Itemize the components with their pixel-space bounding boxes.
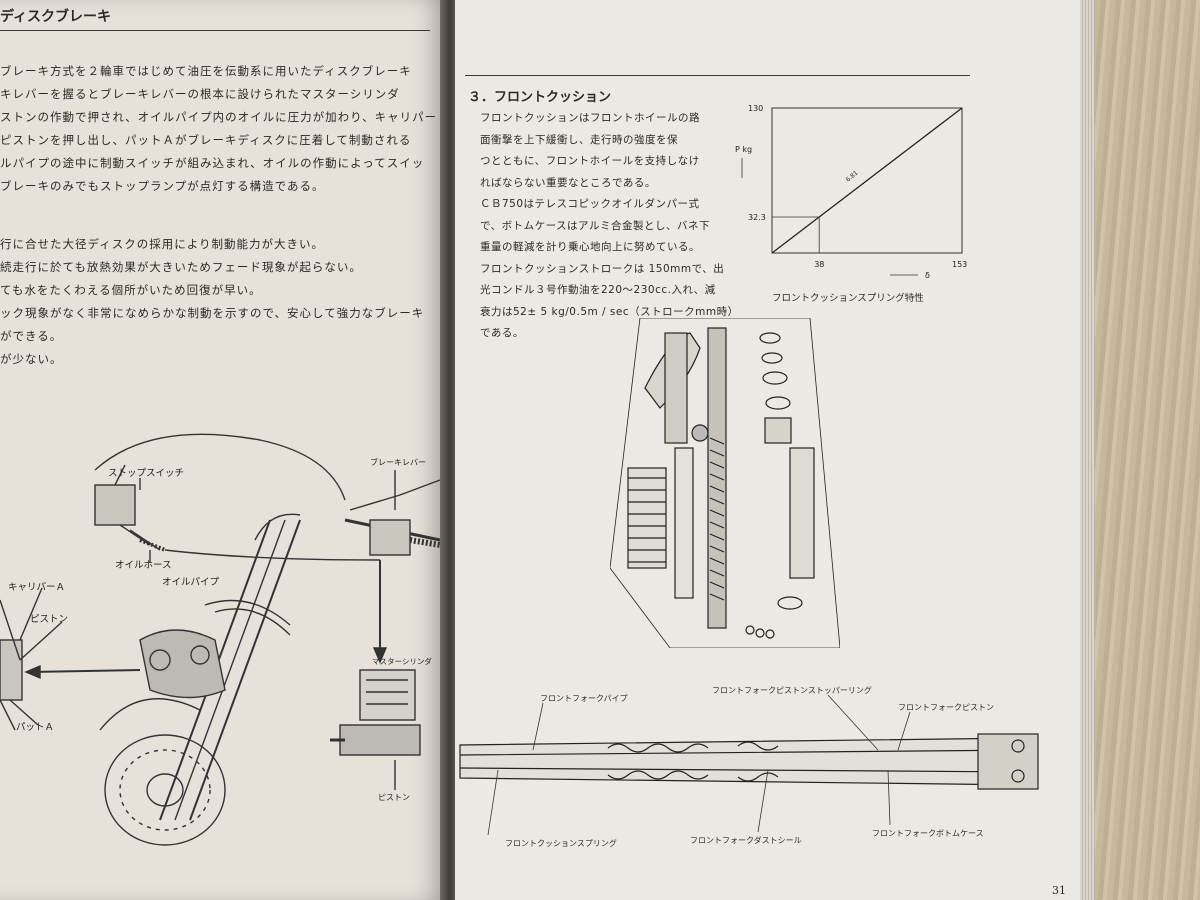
cushion-spring-label: フロントクッションスプリング [505,839,617,848]
fork-exploded-view [610,318,840,648]
paragraph-line: ピストンを押し出し、パットＡがブレーキディスクに圧着して制動される [0,133,412,147]
caliper-a-label: キャリパーＡ [8,582,65,593]
feature-item: ても水をたくわえる個所がいため回復が早い。 [0,283,262,297]
master-piston-label: ピストン [378,793,410,802]
paragraph-line: で、ボトムケースはアルミ合金製とし、バネ下 [480,219,710,232]
paragraph-line: フロントクッションストロークは 150mmで、出 [480,262,725,275]
y-tick-32-3: 32.3 [748,213,766,222]
master-cylinder-label: マスターシリンダ [372,656,432,666]
piston-label: ピストン [30,614,68,625]
stop-switch-label: ストップスイッチ [108,468,184,479]
feature-list: 行に合せた大径ディスクの採用により制動能力が大きい。 続走行に於ても放熱効果が大… [0,233,424,371]
left-page: ディスクブレーキ ブレーキ方式を２輪車ではじめて油圧を伝動系に用いたディスクブレ… [0,0,445,900]
paragraph-line: ストンの作動で押され、オイルパイプ内のオイルに圧力が加わり、キャリパー [0,110,438,124]
disc-brake-illustration: ストップスイッチ ブレーキレバー オイルホース オイルパイプ キャリパーＡ ピス… [0,433,441,846]
x-axis-unit: δ [925,271,930,280]
feature-item: 行に合せた大径ディスクの採用により制動能力が大きい。 [0,237,324,251]
paragraph-line: である。 [480,327,524,339]
paragraph-line: 重量の軽減を計り乗心地向上に努めている。 [480,241,700,253]
x-tick-38: 38 [814,260,824,269]
dust-seal-label: フロントフォークダストシール [690,836,802,845]
x-tick-153: 153 [952,260,967,269]
spring-rate-label: 6.81 [845,169,860,183]
oil-pipe-label: オイルパイプ [162,577,220,588]
paragraph-line: 光コンドル３号作動油を220〜230cc.入れ、減 [480,284,716,296]
paragraph-line: ＣＢ750はテレスコピックオイルダンパー式 [480,198,700,210]
page-number: 31 [1052,884,1066,897]
paragraph-line: つとともに、フロントホイールを支持しなけ [480,155,700,167]
paragraph-line: ルパイプの途中に制動スイッチが組み込まれ、オイルの作動によってスイッ [0,156,425,170]
paragraph-line: ればならない重要なところである。 [480,176,656,189]
fork-piston-label: フロントフォークピストン [898,703,994,712]
feature-item: が少ない。 [0,352,63,366]
oil-hose-label: オイルホース [115,560,172,571]
front-cushion-title: ３．フロントクッション [468,90,612,105]
disc-brake-paragraph: ブレーキ方式を２輪車ではじめて油圧を伝動系に用いたディスクブレーキ キレバーを握… [0,60,437,198]
paragraph-line: フロントクッションはフロントホイールの路 [480,112,700,124]
paragraph-line: ブレーキのみでもストップランプが点灯する構造である。 [0,179,325,193]
bottom-case-label: フロントフォークボトムケース [872,829,984,838]
chart-frame [771,107,963,254]
brake-lever-label: ブレーキレバー [370,457,426,467]
paragraph-line: キレバーを握るとブレーキレバーの根本に設けられたマスターシリンダ [0,87,400,101]
disc-brake-labels: ストップスイッチ ブレーキレバー オイルホース オイルパイプ キャリパーＡ ピス… [8,457,432,802]
fork-pipe-label: フロントフォークパイプ [540,694,628,703]
section-rule [465,75,970,76]
y-tick-130: 130 [748,104,763,113]
spring-characteristic-chart: 130 32.3 38 153 P kg δ 6.81 [735,104,967,280]
paragraph-line: 面衝撃を上下緩衝し、走行時の強度を保 [480,133,678,146]
pad-a-label: パットＡ [16,722,54,733]
feature-item: 続走行に於ても放熱効果が大きいためフェード現象が起らない。 [0,260,362,274]
fork-assembly-section [459,733,1039,790]
spring-chart-caption: フロントクッションスプリング特性 [772,293,924,304]
fork-leader-lines [487,694,911,836]
feature-item: ック現象がなく非常になめらかな制動を示すので、安心して強力なブレーキ [0,306,425,320]
front-cushion-paragraph: フロントクッションはフロントホイールの路 面衝撃を上下緩衝し、走行時の強度を保 … [480,108,739,345]
spring-rate-line [771,107,963,254]
paragraph-line: ブレーキ方式を２輪車ではじめて油圧を伝動系に用いたディスクブレーキ [0,64,412,78]
heading-rule [0,30,430,31]
y-axis-unit: P kg [735,145,752,154]
piston-stopper-ring-label: フロントフォークピストンストッパーリング [712,686,872,695]
paragraph-line: 衰力は52± 5 kg/0.5m / sec（ストロークmm時） [480,305,739,318]
feature-item: ができる。 [0,329,63,343]
wooden-surface [1095,0,1200,900]
disc-brake-heading: ディスクブレーキ [0,9,112,25]
